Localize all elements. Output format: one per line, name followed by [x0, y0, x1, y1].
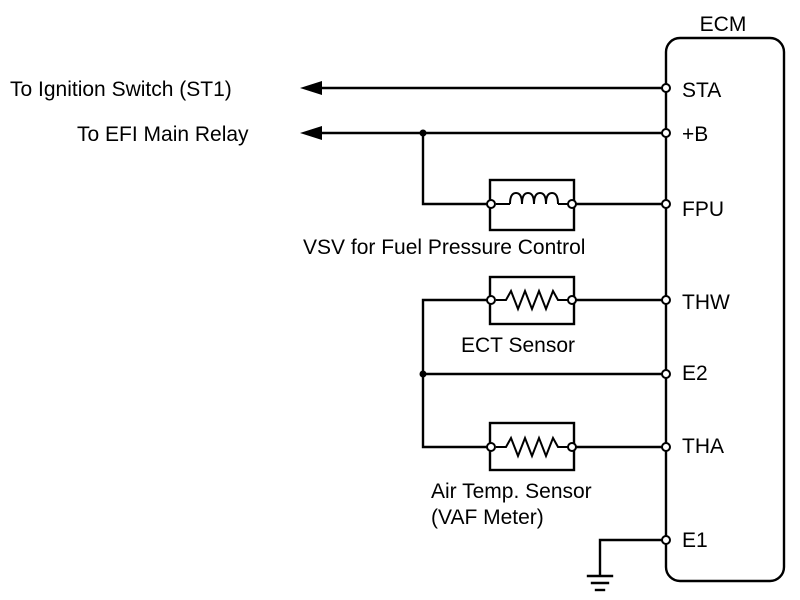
- arrow-left-icon: [300, 81, 322, 95]
- e2-wire: [419, 370, 668, 378]
- air-temp-circuit: [486, 421, 668, 472]
- ect-circuit: [421, 275, 668, 449]
- sta-wire: [300, 81, 668, 95]
- resistor-icon: [496, 435, 570, 459]
- air-temp-label-line2: (VAF Meter): [431, 506, 544, 529]
- pin-sta: STA: [682, 79, 721, 102]
- ground-icon: [586, 574, 614, 592]
- pin-e1: E1: [682, 529, 708, 552]
- ect-label: ECT Sensor: [461, 334, 575, 357]
- vsv-circuit: [421, 131, 668, 232]
- pin-thw: THW: [682, 291, 730, 314]
- resistor-icon: [496, 288, 570, 312]
- arrow-left-icon: [300, 126, 322, 140]
- ecm-title: ECM: [700, 13, 747, 36]
- pin-plus-b: +B: [682, 123, 708, 146]
- ignition-label: To Ignition Switch (ST1): [10, 78, 232, 101]
- pin-e2: E2: [682, 362, 708, 385]
- coil-icon: [509, 191, 559, 205]
- vsv-label: VSV for Fuel Pressure Control: [303, 236, 585, 259]
- plus-b-wire: [300, 126, 668, 140]
- ecm-box: [664, 36, 786, 583]
- efi-relay-label: To EFI Main Relay: [77, 123, 249, 146]
- air-temp-label-line1: Air Temp. Sensor: [431, 480, 592, 503]
- pin-fpu: FPU: [682, 198, 724, 221]
- pin-tha: THA: [682, 435, 724, 458]
- e1-ground-wire: [586, 538, 668, 592]
- ecm-pin-terminals: [661, 83, 671, 545]
